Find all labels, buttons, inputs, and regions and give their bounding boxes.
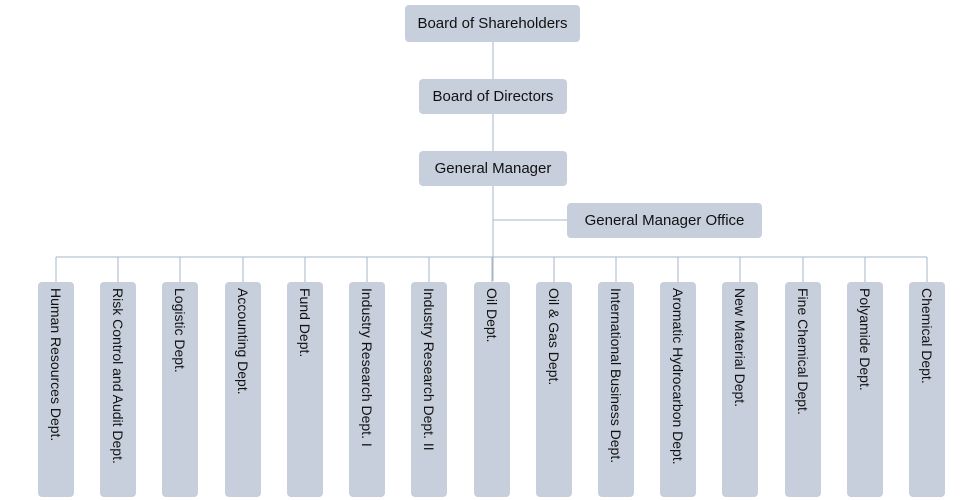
department-label: Fund Dept. [297,288,313,358]
department-box: Industry Research Dept. I [349,282,385,497]
department-label: Aromatic Hydrocarbon Dept. [670,288,686,465]
board-of-directors-box: Board of Directors [419,79,567,114]
department-label: New Material Dept. [732,288,748,408]
department-label: Polyamide Dept. [857,288,873,391]
department-label: Industry Research Dept. I [359,288,375,447]
department-box: Fund Dept. [287,282,323,497]
department-label: Accounting Dept. [235,288,251,395]
department-label: Risk Control and Audit Dept. [110,288,126,464]
department-label: Chemical Dept. [919,288,935,384]
department-box: Polyamide Dept. [847,282,883,497]
department-drops [55,257,928,282]
department-box: Fine Chemical Dept. [785,282,821,497]
general-manager-office-box: General Manager Office [567,203,762,238]
department-box: New Material Dept. [722,282,758,497]
department-box: Oil & Gas Dept. [536,282,572,497]
general-manager-box: General Manager [419,151,567,186]
department-label: Oil Dept. [484,288,500,343]
department-label: Logistic Dept. [172,288,188,373]
department-box: Accounting Dept. [225,282,261,497]
department-box: Industry Research Dept. II [411,282,447,497]
department-label: Fine Chemical Dept. [795,288,811,415]
department-label: International Business Dept. [608,288,624,464]
department-box: Risk Control and Audit Dept. [100,282,136,497]
department-box: Chemical Dept. [909,282,945,497]
department-box: Human Resources Dept. [38,282,74,497]
department-box: Oil Dept. [474,282,510,497]
department-box: Aromatic Hydrocarbon Dept. [660,282,696,497]
department-box: Logistic Dept. [162,282,198,497]
department-box: International Business Dept. [598,282,634,497]
department-label: Human Resources Dept. [48,288,64,442]
board-of-shareholders-box: Board of Shareholders [405,5,580,42]
department-label: Industry Research Dept. II [421,288,437,451]
department-label: Oil & Gas Dept. [546,288,562,386]
